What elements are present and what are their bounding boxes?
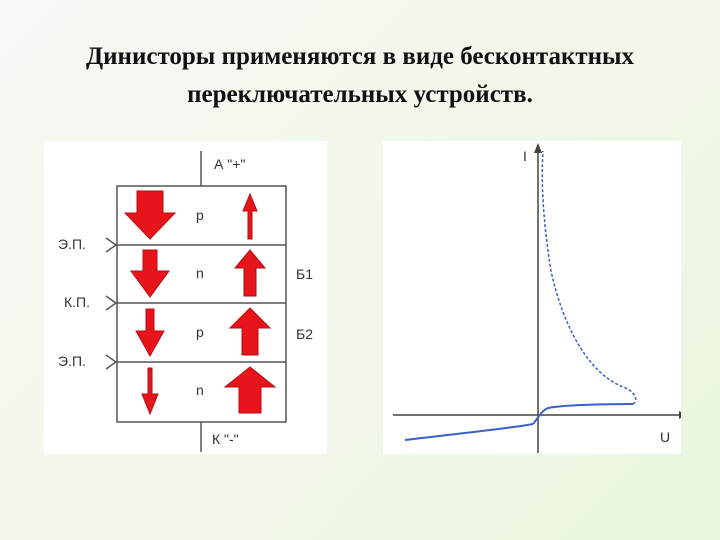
up-arrow-4 bbox=[223, 366, 277, 414]
junction-pointer-3 bbox=[105, 354, 118, 370]
layer-label-4: n bbox=[196, 382, 204, 398]
up-arrow-3 bbox=[228, 307, 272, 356]
anode-label: А "+" bbox=[214, 156, 245, 172]
up-arrow-2 bbox=[233, 249, 267, 297]
x-axis-label: U bbox=[660, 429, 670, 445]
junction-pointer-1 bbox=[105, 237, 118, 253]
switching-branch bbox=[541, 150, 637, 405]
x-axis-arrow bbox=[679, 411, 681, 419]
structure-svg: А "+" К "-" p n p n Э.П. К.П. Э.П. Б1 Б2 bbox=[58, 151, 313, 452]
down-arrow-2 bbox=[130, 249, 170, 298]
layer-label-1: p bbox=[196, 207, 204, 223]
cathode-label: К "-" bbox=[212, 431, 239, 447]
base-label-1: Б1 bbox=[296, 266, 313, 282]
down-arrow-1 bbox=[123, 190, 177, 240]
y-axis-label: I bbox=[523, 148, 527, 164]
up-arrow-1 bbox=[242, 192, 258, 240]
structure-diagram: А "+" К "-" p n p n Э.П. К.П. Э.П. Б1 Б2 bbox=[44, 141, 327, 454]
junction-label-3: Э.П. bbox=[58, 353, 86, 369]
reverse-branch bbox=[404, 423, 534, 441]
slide-title: Динисторы применяются в виде бесконтактн… bbox=[0, 38, 720, 114]
iv-svg: I U bbox=[393, 143, 681, 453]
iv-characteristic: I U bbox=[383, 141, 681, 454]
base-label-2: Б2 bbox=[296, 326, 313, 342]
down-arrow-3 bbox=[135, 308, 165, 358]
layer-label-2: n bbox=[196, 265, 204, 281]
title-line-1: Динисторы применяются в виде бесконтактн… bbox=[85, 43, 635, 70]
layer-label-3: p bbox=[196, 324, 204, 340]
junction-label-2: К.П. bbox=[64, 294, 90, 310]
down-arrow-4 bbox=[141, 367, 159, 416]
forward-blocking-branch bbox=[532, 403, 634, 425]
y-axis-arrow bbox=[534, 143, 542, 153]
junction-pointer-2 bbox=[105, 295, 118, 311]
junction-label-1: Э.П. bbox=[58, 236, 86, 252]
title-line-2: переключательных устройств. bbox=[187, 81, 533, 108]
structure-outline bbox=[116, 185, 287, 423]
